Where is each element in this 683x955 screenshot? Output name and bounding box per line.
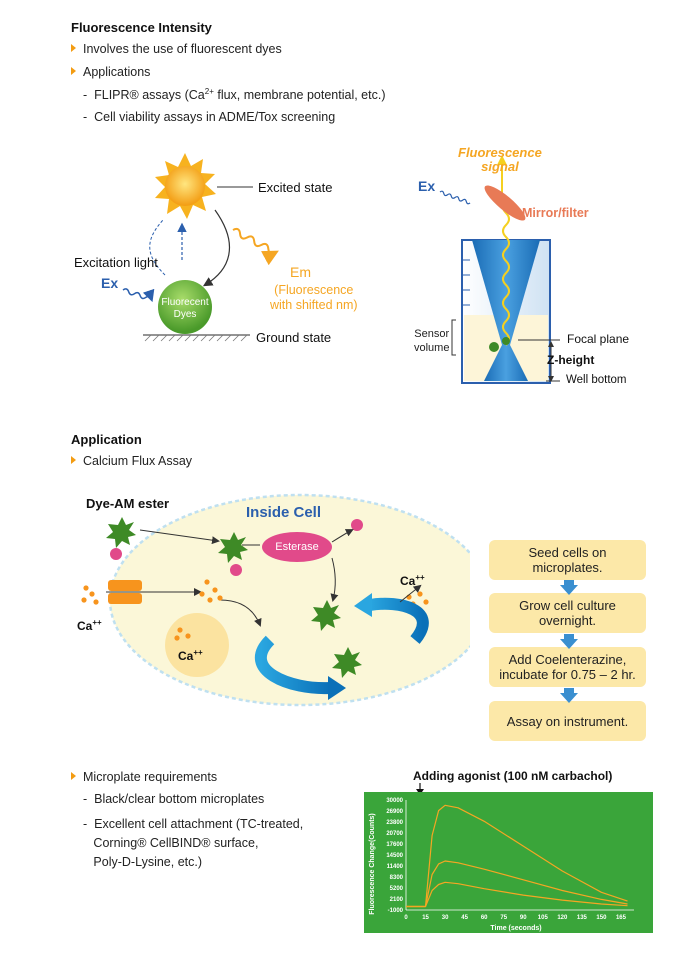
bullet-calcium: Calcium Flux Assay xyxy=(71,454,192,468)
y-tick-label: 20700 xyxy=(386,831,403,837)
mirror-filter-icon xyxy=(484,185,526,221)
x-tick-label: 120 xyxy=(557,915,568,921)
series-line-1 xyxy=(406,804,628,908)
bullet-icon xyxy=(71,44,76,52)
mirror-filter-label: Mirror/filter xyxy=(522,206,589,220)
sub-black-clear: - Black/clear bottom microplates xyxy=(83,792,265,806)
ex-label: Ex xyxy=(101,275,119,291)
section-title-application: Application xyxy=(71,432,142,447)
chart-title: Adding agonist (100 nM carbachol) xyxy=(413,769,613,783)
step-add: Add Coelenterazine, incubate for 0.75 – … xyxy=(489,647,646,687)
x-tick-label: 75 xyxy=(500,915,507,921)
chart-ylabel: Fluorescence Change(Counts) xyxy=(369,813,376,915)
chart-background xyxy=(364,792,653,933)
focal-plane-label: Focal plane xyxy=(567,332,630,346)
bullet-applications: Applications xyxy=(71,65,150,79)
y-tick-label: 14500 xyxy=(386,853,403,859)
step-arrows xyxy=(560,580,578,703)
y-tick-label: 30000 xyxy=(386,798,403,804)
x-tick-label: 90 xyxy=(520,915,527,921)
excited-dye-icon xyxy=(155,153,216,219)
cell-diagram xyxy=(81,493,470,707)
bullet-icon xyxy=(71,67,76,75)
cell-membrane xyxy=(108,493,470,707)
y-tick-label: 26900 xyxy=(386,809,403,815)
chart-xlabel: Time (seconds) xyxy=(490,925,541,932)
sub-flipr: - FLIPR® assays (Ca2+ flux, membrane pot… xyxy=(83,87,386,103)
bullet-dyes: Involves the use of fluorescent dyes xyxy=(71,42,282,56)
x-tick-label: 150 xyxy=(596,915,607,921)
bullet-icon xyxy=(71,772,76,780)
x-tick-label: 0 xyxy=(404,915,408,921)
y-tick-label: 23800 xyxy=(386,820,403,826)
bullet-icon xyxy=(71,456,76,464)
dye-ball-icon xyxy=(158,280,212,334)
inside-cell-label: Inside Cell xyxy=(246,504,322,521)
excited-state-label: Excited state xyxy=(258,180,333,195)
step-assay: Assay on instrument. xyxy=(489,701,646,741)
y-tick-label: 2100 xyxy=(390,897,404,903)
ca-label-outside: Ca++ xyxy=(77,618,102,633)
y-tick-label: 8300 xyxy=(390,875,404,881)
y-tick-label: 5200 xyxy=(390,886,404,892)
esterase-enzyme xyxy=(262,532,332,562)
well-bottom-label: Well bottom xyxy=(566,374,627,386)
x-tick-label: 45 xyxy=(461,915,468,921)
x-tick-label: 30 xyxy=(442,915,449,921)
x-tick-label: 135 xyxy=(577,915,588,921)
y-tick-label: 11400 xyxy=(387,864,404,870)
bullet-microplate: Microplate requirements xyxy=(71,770,217,784)
emission-wave-icon xyxy=(232,227,279,266)
x-tick-label: 60 xyxy=(481,915,488,921)
sub-viability: - Cell viability assays in ADME/Tox scre… xyxy=(83,110,336,124)
ca-label-store: Ca++ xyxy=(178,648,203,663)
well-diagram xyxy=(439,155,560,384)
x-tick-label: 165 xyxy=(616,915,627,921)
em-label: Em xyxy=(290,264,311,280)
fluorescence-diagram xyxy=(122,153,279,342)
down-arrow-icon xyxy=(560,580,578,595)
esterase-label: Esterase xyxy=(275,541,319,553)
ex-wave-icon xyxy=(439,190,471,205)
y-tick-label: 17600 xyxy=(386,842,403,848)
ca-label-released: Ca++ xyxy=(400,573,425,588)
y-tick-label: -1000 xyxy=(388,908,404,914)
excitation-wave-icon xyxy=(122,288,155,303)
step-seed: Seed cells on microplates. xyxy=(489,540,646,580)
down-arrow-icon xyxy=(560,634,578,649)
x-tick-label: 15 xyxy=(422,915,429,921)
signal-wave-icon xyxy=(502,200,510,346)
z-height-label: Z-height xyxy=(547,353,595,367)
fluorescence-chart: 30000 26900 23800 20700 17600 14500 11400 8300 5… xyxy=(364,792,653,933)
series-line-3 xyxy=(406,881,628,908)
ex-label-2: Ex xyxy=(418,178,436,194)
sub-attachment: - Excellent cell attachment (TC-treated,… xyxy=(83,817,304,869)
step-grow: Grow cell culture overnight. xyxy=(489,593,646,633)
calcium-store xyxy=(165,613,229,677)
series-line-2 xyxy=(406,860,628,908)
section-title-fluorescence: Fluorescence Intensity xyxy=(71,20,212,35)
dye-am-label: Dye-AM ester xyxy=(86,496,170,511)
excitation-light-label: Excitation light xyxy=(74,255,158,270)
ground-state-label: Ground state xyxy=(256,330,332,345)
down-arrow-icon xyxy=(560,688,578,703)
x-tick-label: 105 xyxy=(538,915,549,921)
